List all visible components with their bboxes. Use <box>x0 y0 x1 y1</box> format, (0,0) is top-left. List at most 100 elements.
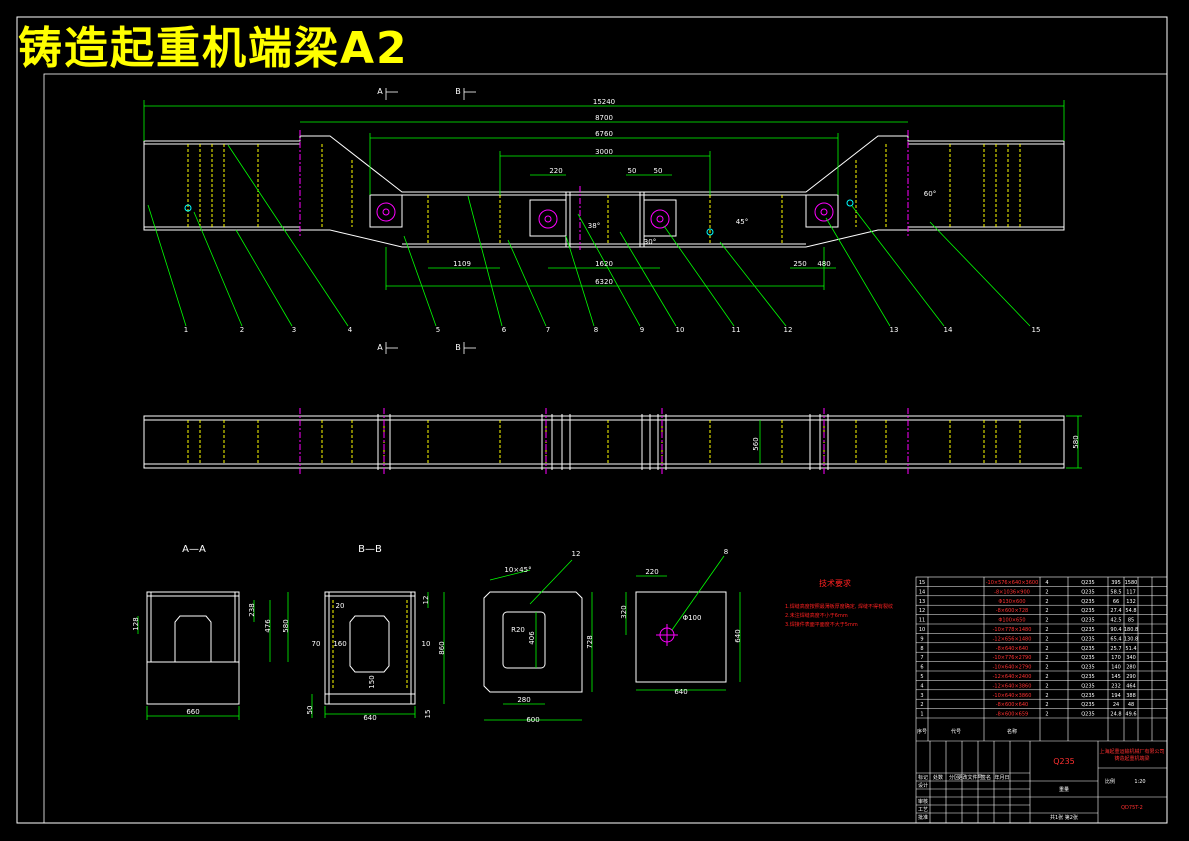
elevation-texts: 560 580 <box>752 435 1080 450</box>
bom-cell: Q235 <box>1081 589 1094 595</box>
bom-cell: 340 <box>1126 655 1136 661</box>
tb-process: 工艺 <box>918 807 928 813</box>
bom-cell: 15 <box>919 580 925 586</box>
part12-texts: 12 10×45° R20 406 728 280 600 <box>504 550 594 724</box>
dim-50b: 50 <box>654 167 663 175</box>
plan-dimensions <box>143 100 1065 290</box>
balloon-11: 11 <box>732 326 741 334</box>
bom-cell: 54.8 <box>1125 608 1136 614</box>
bom-cell: 2 <box>1045 674 1048 680</box>
balloon-12: 12 <box>784 326 793 334</box>
bb-70: 70 <box>312 640 321 648</box>
dim-220: 220 <box>549 167 562 175</box>
bom-cell: 58.5 <box>1110 589 1121 595</box>
balloon-14: 14 <box>944 326 953 334</box>
bom-cell: Q235 <box>1081 683 1094 689</box>
bolt-markers <box>184 199 854 236</box>
bom-cell: 2 <box>1045 627 1048 633</box>
elevation-centerlines <box>299 408 909 476</box>
bom-cell: 66 <box>1113 599 1119 605</box>
bom-cell: 290 <box>1126 674 1136 680</box>
bom-cell: 395 <box>1111 580 1121 586</box>
bom-cell: 14 <box>919 589 925 595</box>
drawing-title: 铸造起重机端梁A2 <box>18 23 409 74</box>
bom-cell: 1 <box>920 712 923 718</box>
bom-cell: 51.4 <box>1125 646 1136 652</box>
bom-cell: Q235 <box>1081 702 1094 708</box>
section-aa-dims <box>137 592 289 720</box>
part8-phi100: Φ100 <box>683 614 702 622</box>
bom-cell: 2 <box>1045 702 1048 708</box>
section-bb-texts: B—B 640 860 12 20 70 160 10 150 50 15 <box>306 544 446 722</box>
aa-660: 660 <box>186 708 199 716</box>
tb-checker: 审核 <box>918 798 928 805</box>
bom-cell: Q235 <box>1081 646 1094 652</box>
dim-1109: 1109 <box>453 260 471 268</box>
bom-cell: 49.6 <box>1125 712 1136 718</box>
balloon-numbers: 1 2 3 4 5 6 7 8 9 10 11 12 13 14 15 <box>184 326 1041 334</box>
dim-1620: 1620 <box>595 260 613 268</box>
bom-cell: Q235 <box>1081 655 1094 661</box>
balloon-4: 4 <box>348 326 353 334</box>
tb-change: 更改文件号 <box>957 774 982 781</box>
balloon-2: 2 <box>240 326 244 334</box>
tb-approve: 批准 <box>918 814 928 821</box>
bom-cell: 10 <box>919 627 925 633</box>
bom-cell: 1580 <box>1125 580 1138 586</box>
aa-238: 238 <box>248 603 256 616</box>
balloon-15: 15 <box>1032 326 1041 334</box>
bom-cell: Q235 <box>1081 580 1094 586</box>
bom-cell: 2 <box>1045 636 1048 642</box>
bb-150: 150 <box>368 675 376 688</box>
angle-45: 45° <box>736 218 748 226</box>
bom-cell: 5 <box>920 674 923 680</box>
bom-cell: Q235 <box>1081 599 1094 605</box>
tb-scale: 1:20 <box>1134 779 1145 785</box>
balloon-5: 5 <box>436 326 440 334</box>
bom-cell: -8×600×659 <box>996 712 1028 718</box>
bb-640: 640 <box>363 714 376 722</box>
bom-cell: Q235 <box>1081 636 1094 642</box>
bom-cell: 11 <box>919 618 925 624</box>
aa-580: 580 <box>282 619 290 632</box>
bom-cell: 25.7 <box>1110 646 1121 652</box>
bom-cell: 132 <box>1126 599 1136 605</box>
bom-cell: 180.8 <box>1124 627 1138 633</box>
aa-476: 476 <box>264 619 272 633</box>
part12-600: 600 <box>526 716 539 724</box>
part12-406: 406 <box>528 631 536 645</box>
section-b-bottom: B <box>455 343 461 352</box>
part8-ref: 8 <box>724 548 728 556</box>
tb-sheets: 共1张 第2张 <box>1050 814 1078 821</box>
leader-lines <box>147 144 1031 327</box>
part8-dims <box>625 555 741 691</box>
bom-cell: 2 <box>1045 683 1048 689</box>
tb-qty: 处数 <box>933 774 943 781</box>
bom-hdr-name: 名称 <box>1007 728 1017 735</box>
bom-cell: 2 <box>1045 599 1048 605</box>
bom-cell: 24.8 <box>1110 712 1121 718</box>
balloon-6: 6 <box>502 326 507 334</box>
bom-cell: Q235 <box>1081 712 1094 718</box>
plan-stiffeners <box>187 144 1021 244</box>
tb-date: 年月日 <box>994 774 1009 781</box>
bom-cell: 13 <box>919 599 925 605</box>
tb-weight-label: 重量 <box>1059 786 1069 793</box>
bom-cell: 6 <box>920 665 923 671</box>
tb-company: 上海起重运输机械厂有限公司 <box>1099 748 1164 755</box>
bom-cell: 7 <box>920 655 923 661</box>
part8-hole <box>656 624 678 646</box>
elevation-view <box>143 414 1065 470</box>
balloon-13: 13 <box>890 326 899 334</box>
balloon-1: 1 <box>184 326 188 334</box>
bom-cell: -10×778×1480 <box>993 627 1032 633</box>
dim-250: 250 <box>793 260 806 268</box>
bom-cell: Q235 <box>1081 627 1094 633</box>
balloon-8: 8 <box>594 326 598 334</box>
part8-view <box>635 591 727 683</box>
dim-3000: 3000 <box>595 148 613 156</box>
bom-cell: Φ100×650 <box>998 618 1025 624</box>
bom-cell: 9 <box>920 636 923 642</box>
bom-cell: -12×640×2400 <box>993 674 1032 680</box>
bom-cell: Q235 <box>1081 618 1094 624</box>
